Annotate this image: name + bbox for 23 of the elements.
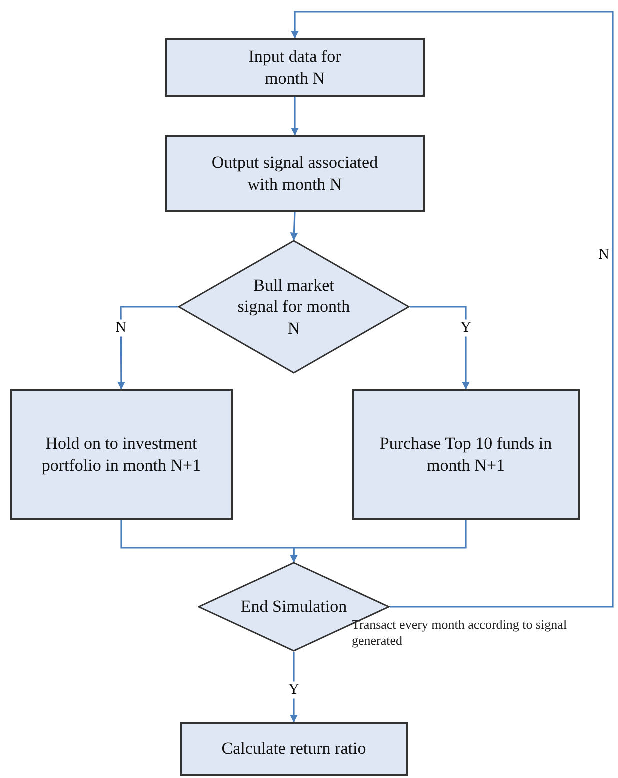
arrow [117, 306, 178, 390]
arrow [290, 212, 298, 241]
edge-label: Y [458, 320, 474, 336]
node-text: Bull market signal for month N [236, 275, 352, 339]
process-box [165, 38, 425, 97]
note-text: Transact every month according to signal generated [352, 617, 568, 650]
process-box [10, 389, 233, 520]
process-box [165, 135, 425, 212]
arrow [290, 520, 467, 563]
node-text: Purchase Top 10 funds in month N+1 [378, 433, 554, 476]
arrow [410, 306, 470, 390]
edge-label: Y [286, 682, 302, 698]
arrow [290, 652, 298, 723]
node-text: Output signal associated with month N [210, 152, 380, 195]
node-text: Input data for month N [248, 46, 342, 89]
edge-label: N [114, 320, 128, 336]
process-box [352, 389, 580, 520]
arrow [291, 11, 614, 608]
node-text: Hold on to investment portfolio in month N+1 [40, 433, 202, 476]
process-box [180, 722, 408, 776]
node-text: Calculate return ratio [222, 738, 366, 760]
arrow [291, 97, 299, 136]
node-text: End Simulation [240, 596, 348, 618]
